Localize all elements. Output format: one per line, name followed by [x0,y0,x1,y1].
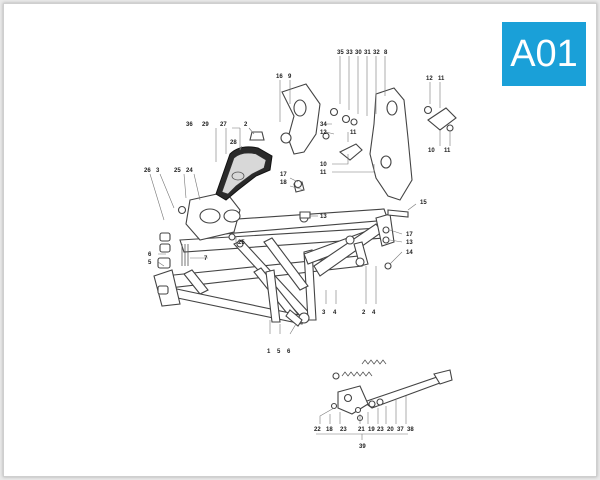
callout-23-right: 23 [377,427,384,433]
callout-13-right: 13 [406,240,413,246]
callout-11-mid: 11 [350,130,357,136]
callout-27: 27 [220,122,227,128]
callout-1: 1 [267,349,271,355]
callout-13-mid: 13 [320,214,327,220]
leader-lines [149,56,451,440]
callout-17-right: 17 [406,232,413,238]
callout-10-center: 10 [320,162,327,168]
callout-6-bottom: 6 [287,349,291,355]
callout-12-mid: 12 [320,130,327,136]
callout-38: 38 [407,427,414,433]
diagram-card: A01 [3,3,597,477]
callout-28: 28 [230,140,237,146]
callout-21: 21 [358,427,365,433]
callout-37: 37 [397,427,404,433]
callout-29: 29 [202,122,209,128]
callout-17-top: 17 [280,172,287,178]
callout-2-top: 2 [244,122,248,128]
callout-18-top: 18 [280,180,287,186]
callout-12-top: 12 [426,76,433,82]
callout-30: 30 [355,50,362,56]
callout-14: 14 [406,250,413,256]
callout-11-center: 11 [320,170,327,176]
callout-16: 16 [276,74,283,80]
callout-6-left: 6 [148,252,152,258]
callout-18-bottom: 18 [326,427,333,433]
callout-23-left: 23 [340,427,347,433]
callout-24: 24 [186,168,193,174]
callout-25-top: 25 [174,168,181,174]
callout-11-right: 11 [444,148,451,154]
callout-25-mid: 25 [238,240,245,246]
callout-2-bottom: 2 [362,310,366,316]
callout-4-bottom-right: 4 [372,310,376,316]
callout-9: 9 [288,74,292,80]
callout-7: 7 [204,256,208,262]
callout-4-bottom-left: 4 [333,310,337,316]
callout-31: 31 [364,50,371,56]
section-badge: A01 [502,22,586,86]
callout-39: 39 [359,444,366,450]
seat-cover [215,131,273,201]
callout-36: 36 [186,122,193,128]
callout-8: 8 [384,50,388,56]
callout-22: 22 [314,427,321,433]
callout-26: 26 [144,168,151,174]
callout-labels: 35 33 30 31 32 8 16 9 12 11 34 12 11 10 … [144,50,451,450]
rear-brackets [177,83,457,215]
callout-19: 19 [368,427,375,433]
callout-34: 34 [320,122,327,128]
main-frame [153,181,409,327]
callout-35: 35 [337,50,344,56]
callout-32: 32 [373,50,380,56]
side-stand-assembly [330,359,453,422]
callout-11-top: 11 [438,76,445,82]
callout-3-bottom: 3 [322,310,326,316]
callout-33: 33 [346,50,353,56]
callout-20: 20 [387,427,394,433]
callout-3-left: 3 [156,168,160,174]
callout-10-right: 10 [428,148,435,154]
callout-5-bottom: 5 [277,349,281,355]
callout-15: 15 [420,200,427,206]
exploded-frame-diagram: 35 33 30 31 32 8 16 9 12 11 34 12 11 10 … [144,50,457,450]
callout-5-left: 5 [148,260,152,266]
